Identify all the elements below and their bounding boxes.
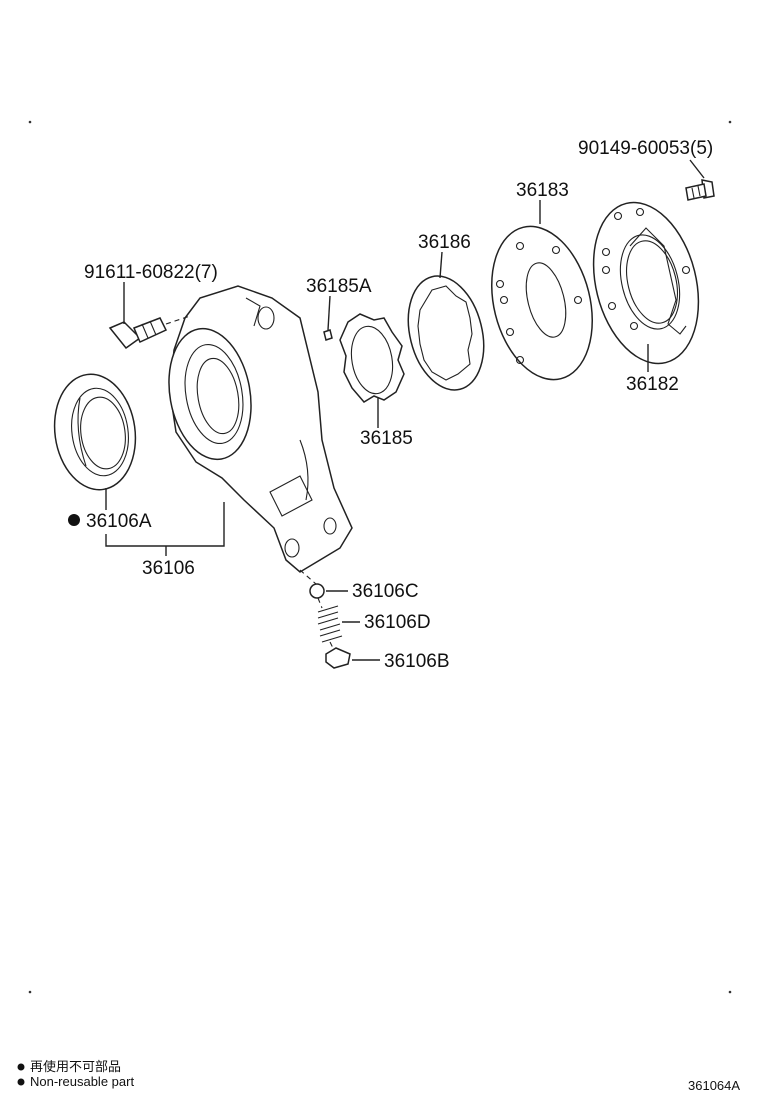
pin-36185a[interactable] — [323, 329, 333, 341]
label-36106a: 36106A — [86, 511, 152, 532]
driven-gear-36186[interactable] — [397, 268, 495, 398]
label-91611-60822: 91611-60822(7) — [84, 262, 218, 283]
label-36106b: 36106B — [384, 651, 450, 672]
label-36186: 36186 — [418, 232, 471, 253]
legend: 再使用不可部品 Non-reusable part — [17, 1059, 134, 1089]
bolt-91611-60822[interactable] — [108, 317, 168, 350]
legend-jp: 再使用不可部品 — [30, 1059, 121, 1074]
oil-seal-36106a[interactable] — [47, 369, 142, 495]
label-90149-60053: 90149-60053(5) — [578, 138, 713, 159]
label-36185a: 36185A — [306, 276, 372, 297]
plate-36183[interactable] — [477, 216, 608, 391]
plug-36106b[interactable] — [325, 647, 351, 669]
non-reusable-marker — [68, 514, 80, 526]
ball-36106c[interactable] — [309, 583, 325, 599]
label-36106: 36106 — [142, 558, 195, 579]
registration-marks — [28, 120, 732, 994]
drive-gear-36185[interactable] — [339, 313, 405, 403]
alignment-lines — [165, 315, 335, 651]
legend-en: Non-reusable part — [30, 1074, 134, 1089]
screw-90149-60053[interactable] — [685, 179, 715, 201]
leader-lines — [105, 159, 705, 661]
spring-36106d[interactable] — [317, 605, 343, 643]
label-36183: 36183 — [516, 180, 569, 201]
housing-36182[interactable] — [578, 191, 715, 374]
label-36106c: 36106C — [352, 581, 419, 602]
label-36185: 36185 — [360, 428, 413, 449]
label-36106d: 36106D — [364, 612, 431, 633]
pump-body-36106[interactable] — [159, 285, 353, 573]
figure-code: 361064A — [688, 1078, 740, 1093]
label-36182: 36182 — [626, 374, 679, 395]
